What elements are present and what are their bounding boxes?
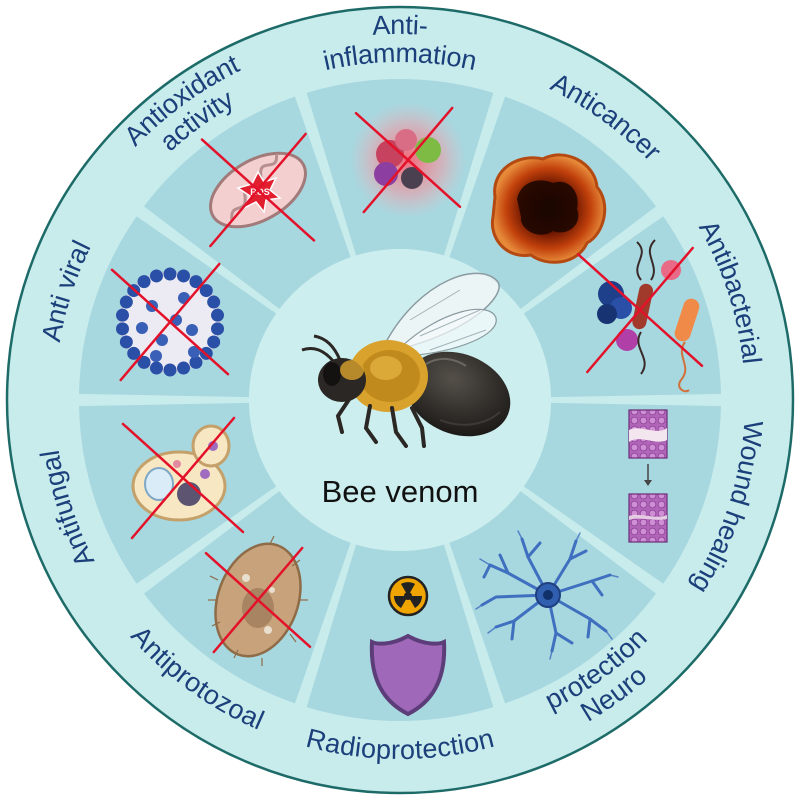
segment-label-anti-inflammation: Anti- (371, 10, 428, 41)
center-label: Bee venom (322, 474, 479, 509)
